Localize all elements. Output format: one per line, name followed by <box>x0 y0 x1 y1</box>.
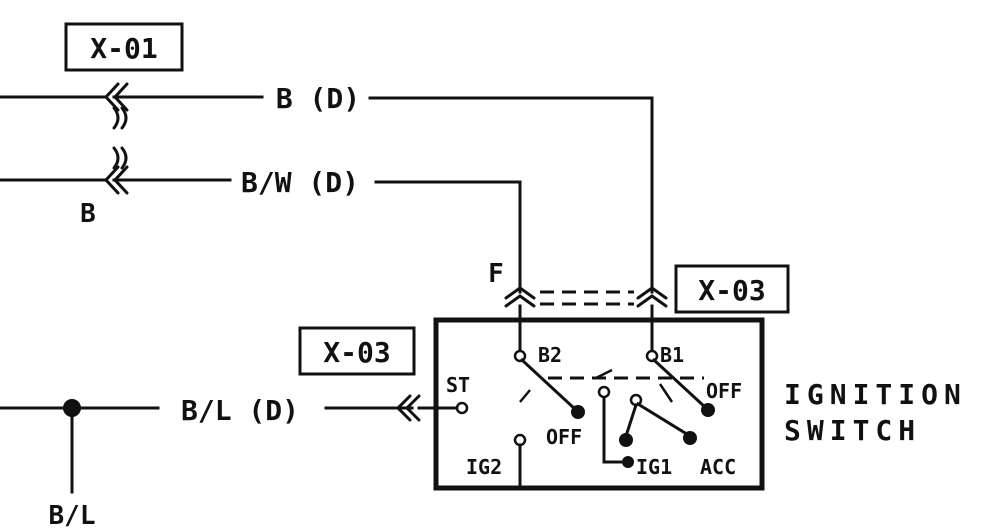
terminal-b1-label: B1 <box>660 343 684 367</box>
terminal-pivot-a <box>597 385 611 399</box>
connector-x03-left: X-03 <box>298 326 416 376</box>
wire-bw-d: B/W (D) B <box>0 146 522 294</box>
connector-x03-left-label: X-03 <box>323 336 390 369</box>
connector-f-label: F <box>488 259 504 289</box>
wire-b-label: B <box>80 199 96 229</box>
connector-f: F <box>488 259 668 354</box>
wire-b-d-label: B (D) <box>276 82 360 115</box>
switch-title-line2: SWITCH <box>784 414 921 447</box>
wire-b-d: B (D) <box>0 82 654 294</box>
connector-x01: X-01 <box>64 22 184 72</box>
wire-bl-d: B/L (D) B/L <box>0 394 458 530</box>
switch-title: IGNITION SWITCH <box>784 378 967 447</box>
connector-x03-top-label: X-03 <box>698 274 765 307</box>
terminal-ig2-label: IG2 <box>466 455 502 479</box>
terminal-off-right-label: OFF <box>706 379 742 403</box>
terminal-st <box>455 401 469 415</box>
connector-x01-label: X-01 <box>90 32 157 65</box>
terminal-off-left-label: OFF <box>546 425 582 449</box>
wire-bl-label: B/L <box>49 501 96 530</box>
wire-bl-d-label: B/L (D) <box>181 394 299 427</box>
wire-bw-d-label: B/W (D) <box>241 166 359 199</box>
ignition-switch: B2 B1 ST OFF OFF IG2 IG1 ACC <box>433 317 765 491</box>
switch-title-line1: IGNITION <box>784 378 967 411</box>
connector-x03-top: X-03 <box>674 264 790 314</box>
terminal-ig1-label: IG1 <box>636 455 672 479</box>
terminal-b2-label: B2 <box>538 343 562 367</box>
terminal-st-label: ST <box>446 373 470 397</box>
terminal-acc-label: ACC <box>700 455 736 479</box>
